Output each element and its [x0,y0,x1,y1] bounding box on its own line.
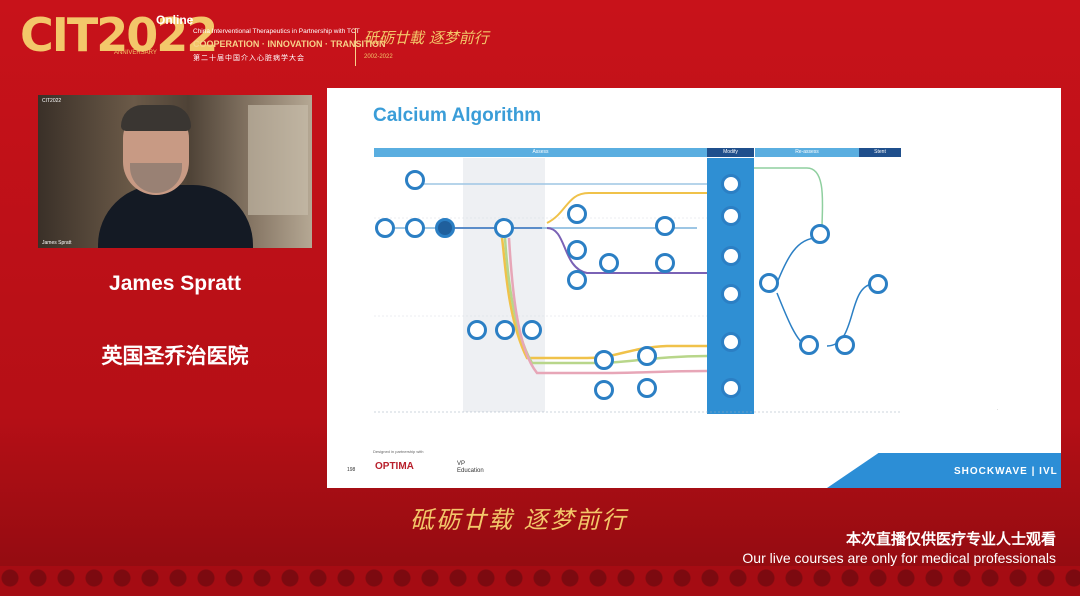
vp-label: VP [457,461,466,467]
node-arc-180 [567,270,587,290]
node-ivl-modification [799,335,819,355]
slide-page-number: 198 [347,467,356,473]
speaker-video: CIT2022 James Spratt [38,95,312,248]
header-divider [355,28,356,66]
path-reassess-top [754,167,824,229]
conference-motto: COOPERATION · INNOVATION · TRANSITION [193,39,386,49]
node-modify-2 [721,206,741,226]
path-pink [507,237,708,375]
node-no-calcium [405,170,425,190]
slide-footer [327,443,1061,488]
speaker-hospital: 英国圣乔治医院 [101,344,249,368]
slide-footnote: · [997,408,999,412]
node-modify-5 [721,332,741,352]
node-imaging [435,218,455,238]
section-bar-reassess: Re-assess [755,148,859,157]
speaker-body [98,185,253,248]
online-label: Online [156,13,194,27]
presentation-slide: Calcium Algorithm Assess Modify Re-asses… [327,88,1061,488]
section-bar-assess: Assess [374,148,707,157]
node-thick-lower-2 [637,378,657,398]
node-check [494,218,514,238]
section-bar-stent: Stent [859,148,901,157]
speaker-name: James Spratt [109,272,241,295]
path-yellow-top [546,192,707,224]
node-nodule [567,240,587,260]
designed-with-label: Designed in partnership with [373,449,424,454]
node-stent [868,274,888,294]
node-length-2 [655,253,675,273]
node-modify-6 [721,378,741,398]
node-modify-1 [721,174,741,194]
node-thick-lower [637,346,657,366]
header-years: 2002-2022 [364,54,393,60]
path-purple [546,227,707,274]
node-ulcer [467,320,487,340]
node-reassess [759,273,779,293]
conference-info: China Interventional Therapeutics in Par… [193,28,386,63]
node-angiography [375,218,395,238]
node-modify-3 [721,246,741,266]
node-re-modification [810,224,830,244]
algorithm-flowchart [374,158,901,414]
node-bifurcation [522,320,542,340]
path-reassess-up [776,237,818,284]
slide-title: Calcium Algorithm [373,105,542,126]
shaded-lane [463,158,545,412]
video-name-label: James Spratt [42,240,72,246]
audience-silhouette [0,566,1080,596]
video-tag: CIT2022 [42,98,62,104]
bottom-slogan: 砥砺廿载 逐梦前行 [410,506,628,534]
node-arc-270 [567,204,587,224]
node-lesion [495,320,515,340]
event-header: CIT2022 Online ANNIVERSARY China Interve… [0,0,1080,74]
node-arc-lower-2 [594,380,614,400]
speaker-hair [121,105,191,131]
conference-cn-title: 第二十届中国介入心脏病学大会 [193,55,305,62]
optima-logo: OPTIMA [375,461,414,472]
conference-subtitle: China Interventional Therapeutics in Par… [193,28,360,35]
anniversary-label: ANNIVERSARY [114,50,157,56]
shockwave-logo: SHOCKWAVE | IVL [954,466,1058,477]
education-label: Education [457,468,484,474]
section-bar-modify: Modify [707,148,754,157]
node-thickness [599,253,619,273]
notice-chinese: 本次直播仅供医疗专业人士观看 [845,530,1056,548]
vp-education-logo: VP Education [457,461,484,475]
node-arc-lower [594,350,614,370]
node-length-1 [655,216,675,236]
notice-english: Our live courses are only for medical pr… [742,550,1056,566]
header-slogan: 砥砺廿載 逐梦前行 [364,29,489,47]
node-balloon [405,218,425,238]
video-shelf [248,105,308,215]
node-modify-4 [721,284,741,304]
node-nc-balloon [835,335,855,355]
cit-logo: CIT2022 [20,8,218,62]
